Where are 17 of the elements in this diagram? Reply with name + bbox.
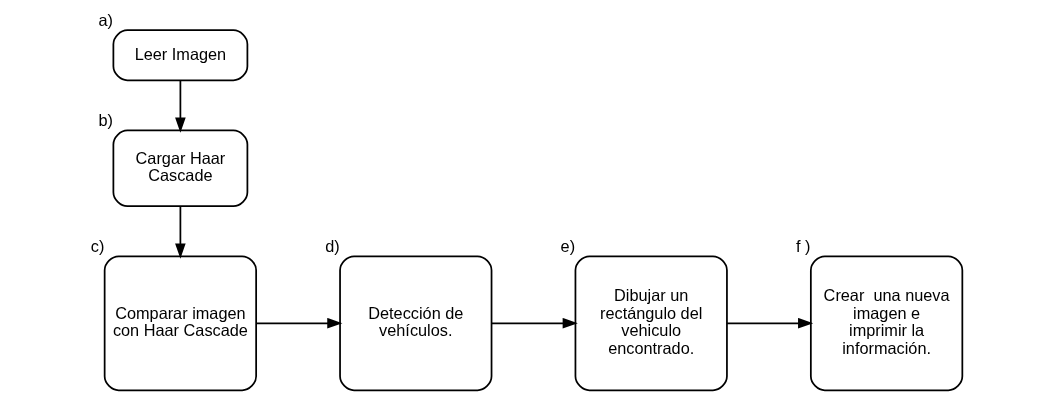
node-label: d) (324, 236, 340, 255)
node-box: Leer Imagen (112, 29, 248, 82)
node-label: b) (98, 110, 113, 129)
node-box: Cargar Haar Cascade (112, 129, 248, 208)
node-label: c) (90, 236, 104, 255)
arrow (174, 79, 186, 133)
node-box: Dibujar un rectángulo del vehiculo encontrado. (574, 255, 728, 392)
node-label: f ) (795, 236, 811, 255)
node-box: Comparar imagen con Haar Cascade (103, 255, 257, 392)
node-label: a) (98, 10, 113, 29)
arrow (254, 317, 342, 329)
node-box: Crear una nueva imagen e imprimir la información. (809, 255, 963, 392)
node-label: e) (560, 236, 575, 255)
arrow (490, 317, 578, 329)
node-box: Detección de vehículos. (338, 255, 492, 392)
arrow (174, 205, 186, 259)
arrow (725, 317, 813, 329)
